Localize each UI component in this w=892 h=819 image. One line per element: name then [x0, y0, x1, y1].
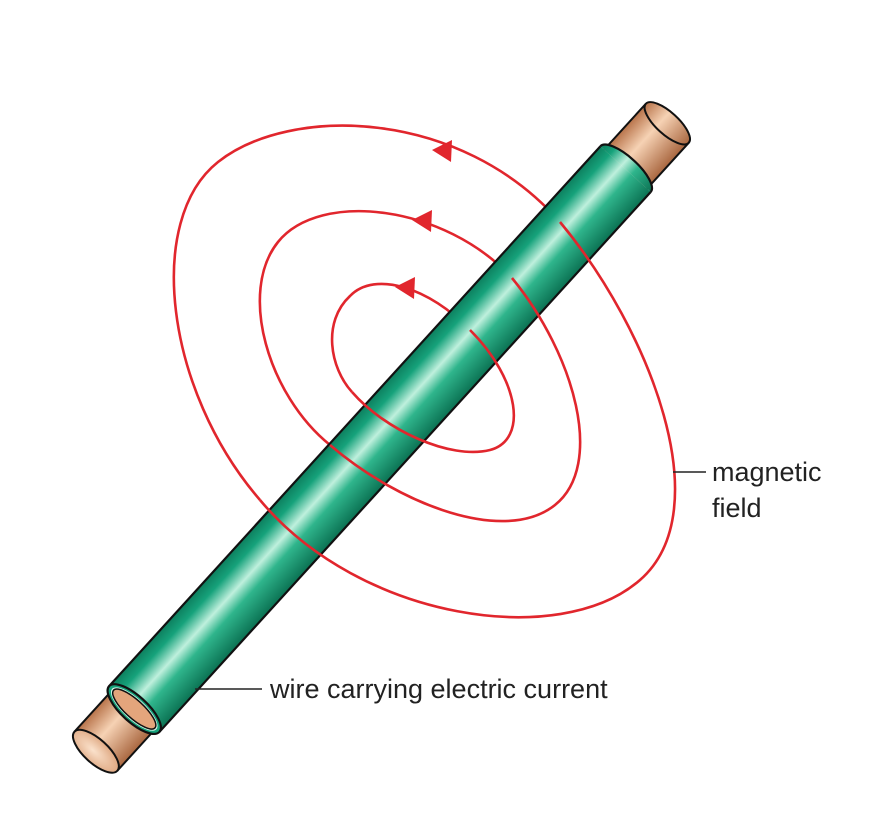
- triangle-arrow-icon: [432, 140, 452, 162]
- triangle-arrow-icon: [395, 277, 415, 299]
- insulation-sleeve: [109, 146, 651, 732]
- magnetic-field-label-line1: magnetic: [712, 457, 822, 487]
- field-loop-inner-back: [330, 282, 471, 393]
- wire-label: wire carrying electric current: [269, 674, 608, 704]
- magnetic-field-label-line2: field: [712, 493, 762, 523]
- triangle-arrow-icon: [412, 210, 432, 232]
- field-loop-inner-front: [351, 329, 516, 454]
- insulation-far-end: [599, 143, 654, 193]
- field-lines-front: [259, 221, 677, 619]
- wire: [71, 101, 691, 774]
- field-loop-outer-front: [259, 221, 677, 619]
- field-loop-middle-front: [329, 277, 582, 523]
- field-loop-middle-back: [258, 209, 513, 447]
- copper-core-face: [71, 728, 120, 774]
